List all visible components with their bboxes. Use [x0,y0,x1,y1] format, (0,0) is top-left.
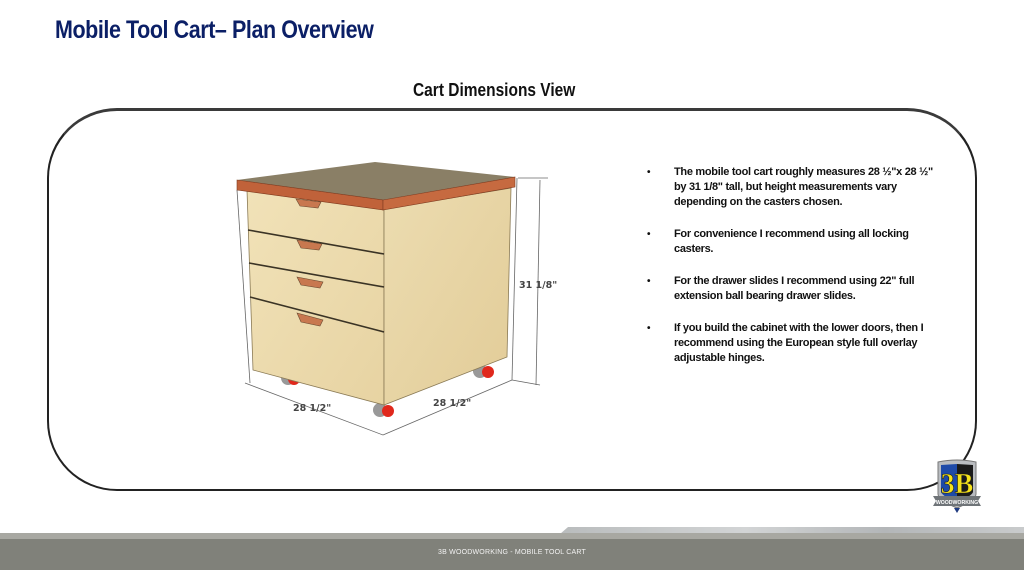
content-panel [47,108,977,491]
note-item: • The mobile tool cart roughly measures 2… [647,165,947,210]
dimension-label-height: 31 1/8" [519,280,557,291]
slide-title: Mobile Tool Cart– Plan Overview [55,16,374,44]
dimension-label-right: 28 1/2" [433,398,471,409]
logo-mark: 3B [941,469,974,500]
3b-woodworking-logo-icon: 3B WOODWORKING [933,459,981,513]
bullet-icon: • [647,276,651,287]
note-text: For convenience I recommend using all lo… [674,228,909,255]
note-text: If you build the cabinet with the lower … [674,322,924,364]
note-text: For the drawer slides I recommend using … [674,275,915,302]
bullet-icon: • [647,229,651,240]
note-item: • For the drawer slides I recommend using… [647,274,947,304]
logo-banner-text: WOODWORKING [936,500,978,506]
cart-illustration: 28 1/2" 28 1/2" 31 1/8" [236,162,557,436]
note-item: • If you build the cabinet with the lower… [647,321,947,366]
section-title: Cart Dimensions View [413,80,576,100]
caster-icon [281,364,494,417]
footer-text: 3B WOODWORKING - MOBILE TOOL CART [438,549,586,556]
footer-stripe [0,533,1024,539]
note-item: • For convenience I recommend using all l… [647,227,947,257]
footer-accent-stripe [560,527,1024,534]
dimension-label-left: 28 1/2" [293,403,331,414]
footer-bar: 3B WOODWORKING - MOBILE TOOL CART [0,539,1024,570]
notes-list: • The mobile tool cart roughly measures 2… [647,165,947,383]
note-text: The mobile tool cart roughly measures 28… [674,166,933,208]
bullet-icon: • [647,167,651,178]
bullet-icon: • [647,323,651,334]
